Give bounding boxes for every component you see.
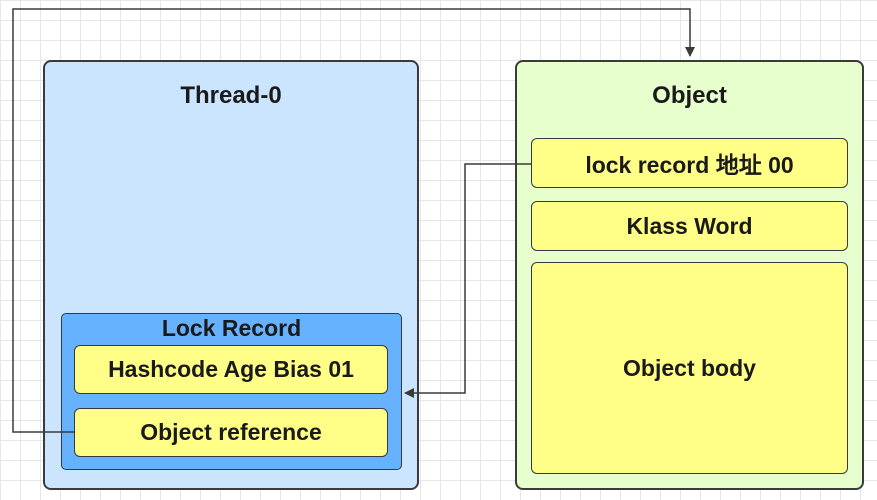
lock-record-pointer-arrow	[404, 163, 531, 398]
lock-record-title: Lock Record	[161, 315, 302, 341]
object-title: Object	[652, 82, 727, 109]
lock-record-address-cell: lock record 地址 00	[531, 138, 848, 188]
thread-title: Thread-0	[180, 82, 282, 109]
klass-word-cell: Klass Word	[531, 201, 848, 251]
object-body-cell: Object body	[531, 262, 848, 474]
object-reference-cell: Object reference	[74, 408, 388, 457]
hashcode-age-bias-cell: Hashcode Age Bias 01	[74, 345, 388, 394]
